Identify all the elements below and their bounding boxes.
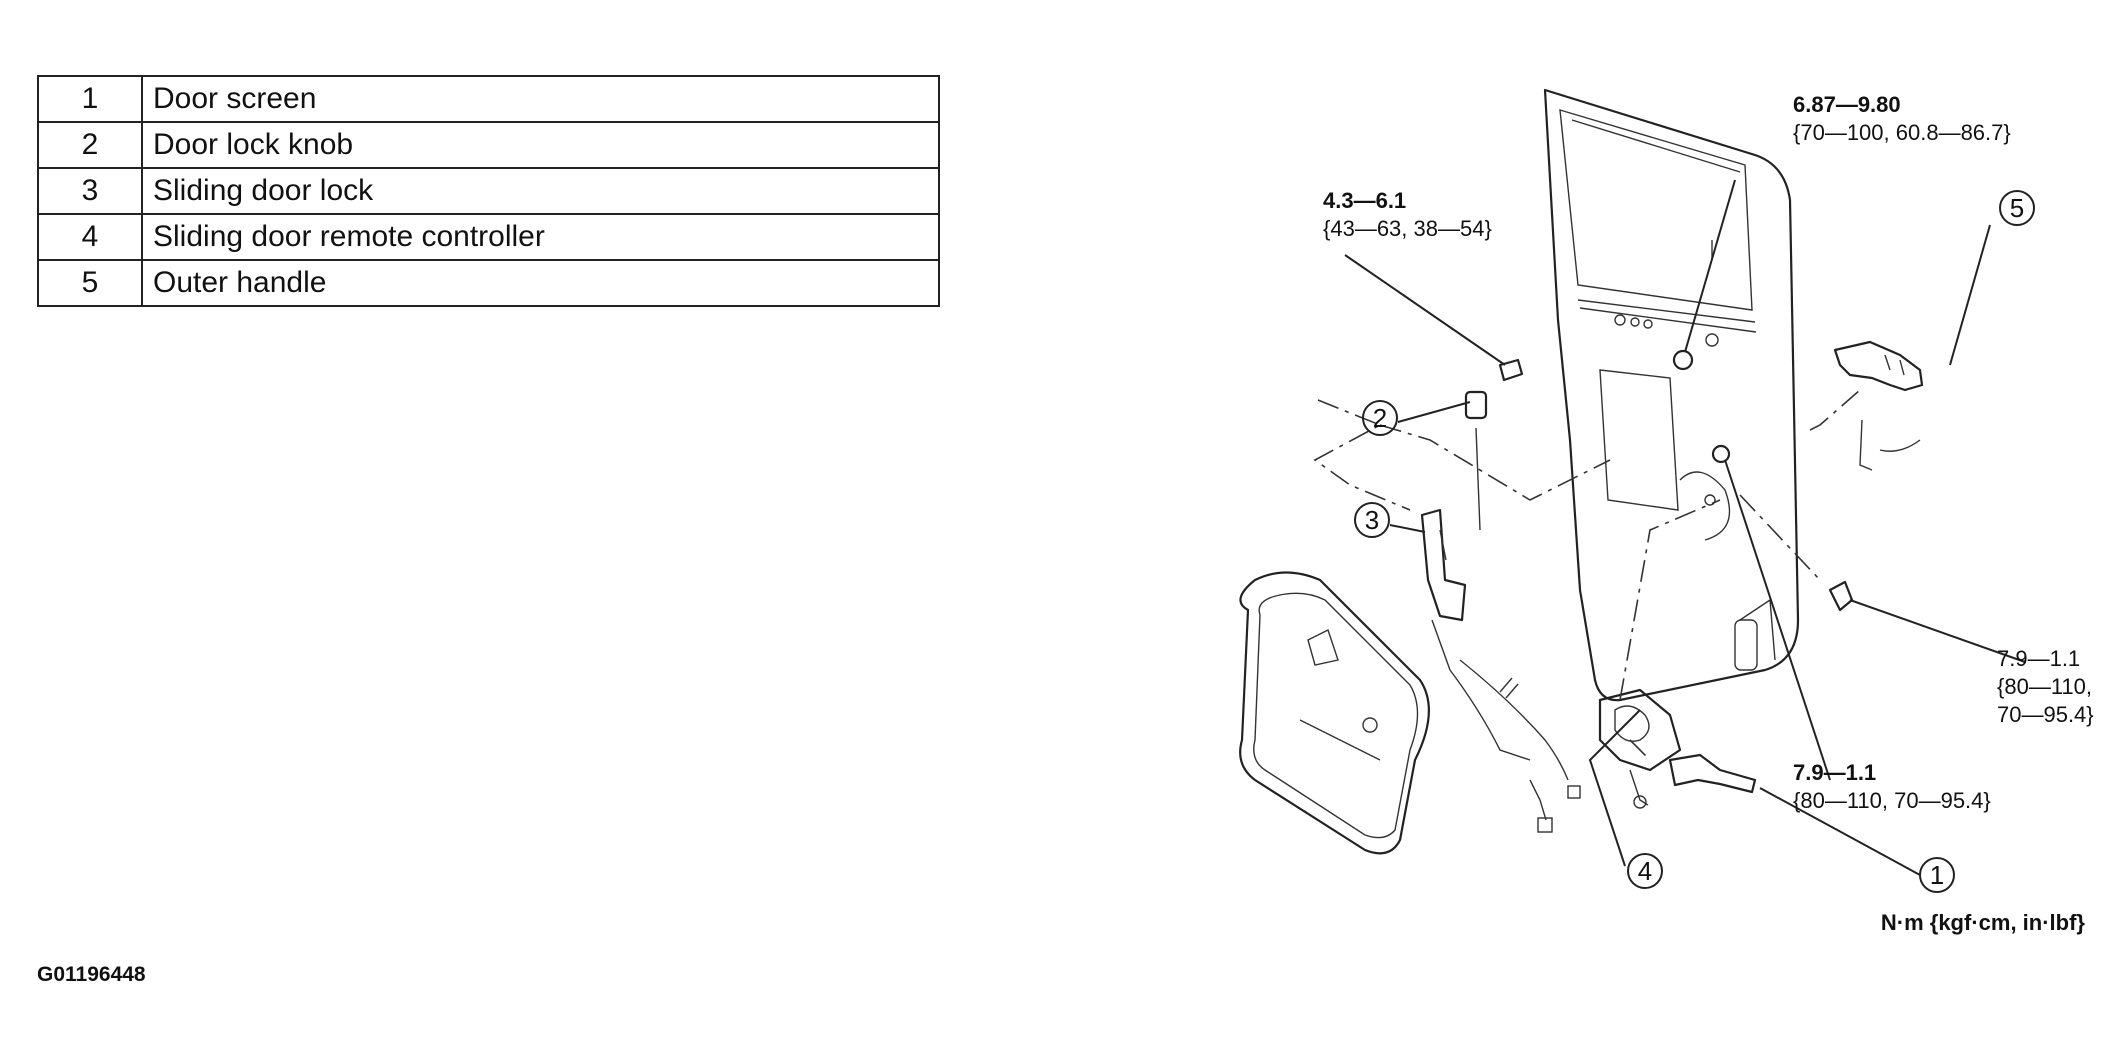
part-number: 3 [37,167,143,215]
torque-label-4: 7.9—1.1 {80—110, 70—95.4} [1793,760,1991,813]
torque-label-1: 4.3—6.1 {43—63, 38—54} [1323,188,1492,241]
svg-text:6.87—9.80: 6.87—9.80 [1793,92,1901,117]
door-screen [1239,571,1430,855]
sliding-door-lock [1420,508,1531,761]
bolt-torque-3 [1828,580,1854,612]
svg-text:{70—100, 60.8—86.7}: {70—100, 60.8—86.7} [1793,120,2011,145]
svg-text:{43—63, 38—54}: {43—63, 38—54} [1323,216,1492,241]
lock-cable [1459,659,1581,833]
door-panel [1543,88,1800,702]
figure-code: G01196448 [37,963,146,986]
torque-label-2: 6.87—9.80 {70—100, 60.8—86.7} [1793,92,2011,145]
callout-1: 1 [1919,857,1955,893]
exploded-door-diagram: 1 2 3 4 5 4.3—6.1 {43—63, 38—54} 6.87—9.… [1239,88,2094,935]
svg-text:4: 4 [1638,856,1652,886]
table-row: 2 Door lock knob [37,121,940,169]
table-row: 5 Outer handle [37,259,940,307]
part-number: 1 [37,75,143,123]
unit-label: N·m {kgf·cm, in·lbf} [1881,910,2086,935]
bolt-torque-4 [1711,444,1731,464]
svg-text:4.3—6.1: 4.3—6.1 [1323,188,1406,213]
svg-text:7.9—1.1: 7.9—1.1 [1793,760,1876,785]
svg-text:2: 2 [1373,403,1387,433]
svg-text:7.9—1.1: 7.9—1.1 [1997,646,2080,671]
part-number: 5 [37,259,143,307]
nut-torque-2 [1672,349,1694,371]
part-number: 2 [37,121,143,169]
svg-text:1: 1 [1930,860,1944,890]
part-name: Outer handle [141,259,940,307]
callout-2: 2 [1362,400,1398,436]
leader-lines [1344,179,2026,876]
svg-text:{80—110, 70—95.4}: {80—110, 70—95.4} [1793,788,1991,813]
table-row: 3 Sliding door lock [37,167,940,215]
assembly-lines [1313,389,1861,761]
part-name: Sliding door lock [141,167,940,215]
callout-4: 4 [1627,853,1663,889]
parts-legend-table: 1 Door screen 2 Door lock knob 3 Sliding… [37,75,940,307]
part-number: 4 [37,213,143,261]
callout-5: 5 [1999,190,2035,226]
svg-text:{80—110,: {80—110, [1997,674,2092,699]
outer-handle [1833,340,1924,471]
svg-text:3: 3 [1365,505,1379,535]
door-lock-knob [1464,390,1488,531]
svg-text:5: 5 [2010,193,2024,223]
part-name: Sliding door remote controller [141,213,940,261]
part-name: Door screen [141,75,940,123]
table-row: 1 Door screen [37,75,940,123]
part-name: Door lock knob [141,121,940,169]
sliding-door-remote-controller [1598,688,1757,809]
table-row: 4 Sliding door remote controller [37,213,940,261]
svg-text:70—95.4}: 70—95.4} [1997,702,2094,727]
callout-3: 3 [1354,502,1390,538]
torque-label-3: 7.9—1.1 {80—110, 70—95.4} [1997,646,2094,727]
bolt-torque-1 [1498,358,1524,382]
